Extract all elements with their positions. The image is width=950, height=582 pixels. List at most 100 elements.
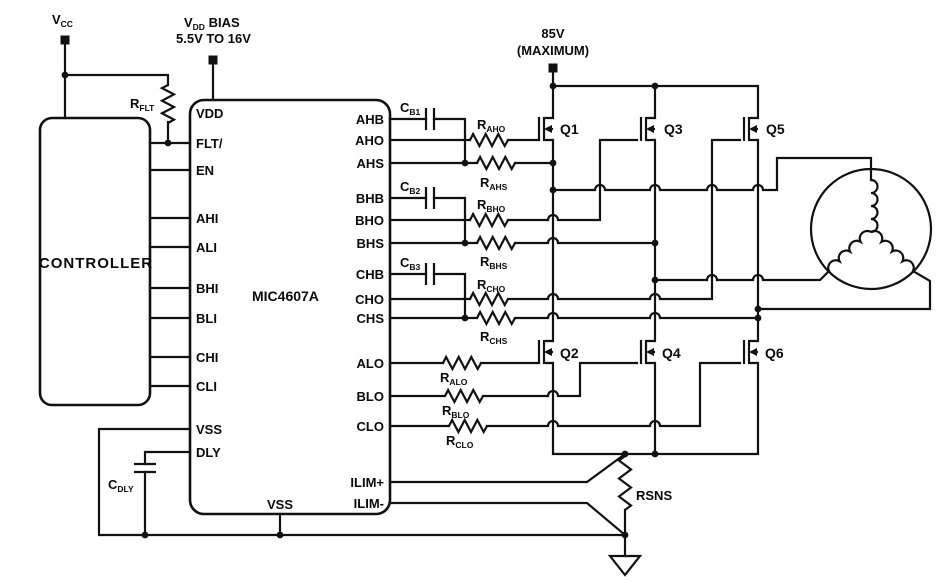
mosfet-q6 <box>742 339 758 365</box>
ic-part-number: MIC4607A <box>252 288 319 304</box>
q4-label: Q4 <box>662 345 681 361</box>
controller-box <box>38 116 152 407</box>
pin-bli: BLI <box>196 311 217 326</box>
q6-label: Q6 <box>765 345 784 361</box>
resistor-rclo <box>448 417 488 435</box>
motor-winding-c <box>870 229 915 272</box>
pin-bhs: BHS <box>357 236 385 251</box>
ground-symbol <box>607 554 643 577</box>
capacitor-cdly <box>134 462 156 474</box>
pin-bhb: BHB <box>356 191 384 206</box>
resistor-raho <box>469 131 509 149</box>
ralo-label: RALO <box>440 370 468 387</box>
resistor-ralo <box>442 354 482 372</box>
wire-blo-gate <box>481 361 639 398</box>
wire-hv-bus <box>551 84 760 120</box>
rcho-label: RCHO <box>477 277 506 294</box>
wire-vcc-to-rflt <box>63 73 170 87</box>
hv-label: 85V <box>541 26 564 41</box>
mosfets <box>537 116 758 365</box>
wire-cb1-drop <box>432 117 467 165</box>
wire-ilim-minus <box>388 501 627 537</box>
wire-ilim-plus <box>388 452 627 484</box>
pin-ahi: AHI <box>196 211 218 226</box>
pin-vdd: VDD <box>196 106 223 121</box>
rbhs-label: RBHS <box>480 254 508 271</box>
pin-ilim-plus: ILIM+ <box>350 475 384 490</box>
rclo-label: RCLO <box>446 433 474 450</box>
mosfet-q3 <box>639 116 655 142</box>
rflt-label: RFLT <box>130 96 155 113</box>
pin-vss-bottom: VSS <box>267 497 293 512</box>
q1-label: Q1 <box>560 121 579 137</box>
pin-bho: BHO <box>355 213 384 228</box>
pin-aho: AHO <box>355 133 384 148</box>
cb3-label: CB3 <box>400 255 421 272</box>
wire-bhs2 <box>513 236 657 245</box>
cdly-label: CDLY <box>108 477 134 494</box>
pin-ali: ALI <box>196 240 217 255</box>
controller-label: CONTROLLER <box>39 255 153 272</box>
rblo-label: RBLO <box>442 403 470 420</box>
capacitors <box>134 108 436 474</box>
wire-phaseA-motor <box>551 156 873 192</box>
pin-clo: CLO <box>357 419 384 434</box>
wire-phaseC-motor <box>756 269 932 311</box>
ic-box <box>188 98 392 516</box>
pin-alo: ALO <box>357 356 384 371</box>
wire-dly <box>143 450 192 466</box>
vdd-range-label: 5.5V TO 16V <box>176 31 251 46</box>
resistor-rbhs <box>476 234 516 252</box>
pin-cli: CLI <box>196 379 217 394</box>
pin-bhi: BHI <box>196 281 218 296</box>
wire-vss-rail <box>97 427 627 537</box>
raho-label: RAHO <box>477 117 506 134</box>
capacitor-cb3 <box>424 263 436 285</box>
resistor-rflt <box>159 84 177 124</box>
cb1-label: CB1 <box>400 100 421 117</box>
pin-flt: FLT/ <box>196 136 223 151</box>
q3-label: Q3 <box>664 121 683 137</box>
motor-winding-b <box>827 229 872 272</box>
wire-chs2 <box>513 311 760 320</box>
wire-phaseB-motor <box>653 269 831 282</box>
pin-chb: CHB <box>356 267 384 282</box>
resistor-rsns <box>617 455 633 511</box>
resistors <box>159 84 633 511</box>
wire-bho-gate <box>506 138 639 222</box>
resistor-rcho <box>469 290 509 308</box>
wire-cb3-drop <box>432 272 467 320</box>
q5-label: Q5 <box>766 121 785 137</box>
resistor-rahs <box>476 154 516 172</box>
pin-chi: CHI <box>196 350 218 365</box>
motor <box>809 167 933 291</box>
pin-ahb: AHB <box>356 112 384 127</box>
pin-dly: DLY <box>196 445 221 460</box>
resistor-rbho <box>469 211 509 229</box>
cb2-label: CB2 <box>400 179 421 196</box>
vdd-bias-label: VDD BIAS <box>184 15 240 32</box>
vdd-terminal <box>208 55 218 65</box>
motor-winding-a <box>870 178 879 234</box>
vcc-terminal <box>60 35 70 45</box>
mosfet-q1 <box>537 116 553 142</box>
motor-body <box>809 167 933 291</box>
pin-en: EN <box>196 163 214 178</box>
capacitor-cb1 <box>424 108 436 130</box>
capacitor-cb2 <box>424 187 436 209</box>
pin-vss: VSS <box>196 422 222 437</box>
hv-qualifier-label: (MAXIMUM) <box>517 43 589 58</box>
pin-ahs: AHS <box>357 156 385 171</box>
wires <box>63 43 932 558</box>
mosfet-q2 <box>537 339 553 365</box>
pin-ilim-minus: ILIM- <box>354 496 384 511</box>
wire-cho-gate <box>506 138 742 301</box>
wire-clo-gate <box>485 361 742 428</box>
junction-dots <box>61 71 762 539</box>
rahs-label: RAHS <box>480 175 508 192</box>
resistor-rblo <box>444 387 484 405</box>
pin-cho: CHO <box>355 292 384 307</box>
rsns-label: RSNS <box>636 488 672 503</box>
